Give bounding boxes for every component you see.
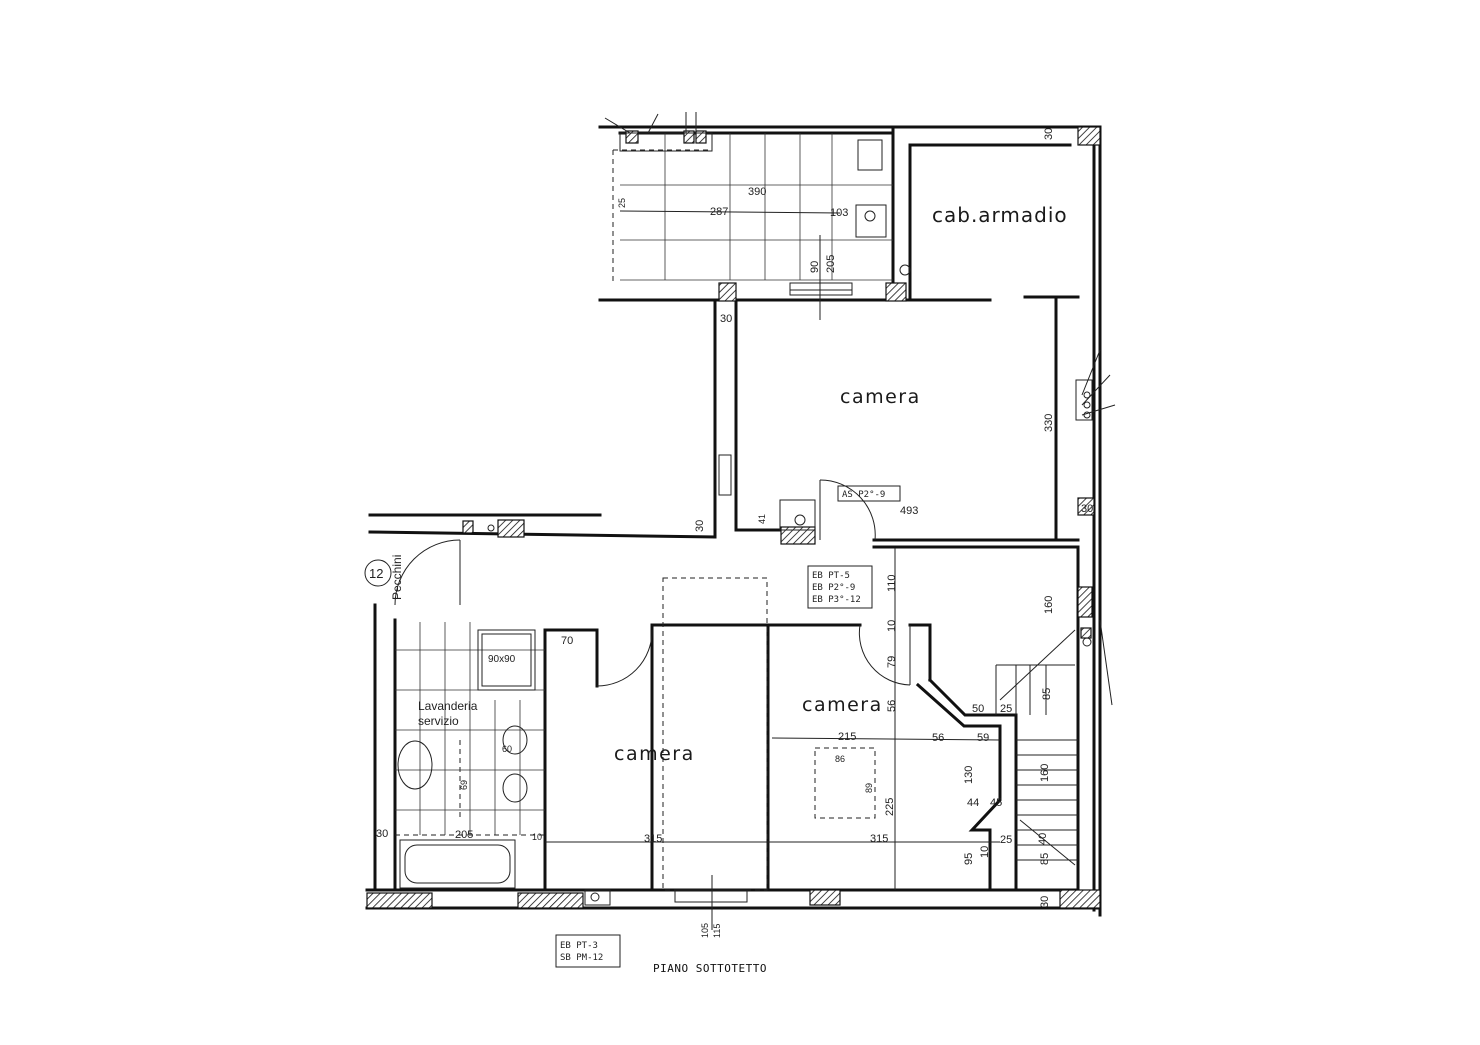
dim-205-b: 205 <box>455 829 473 841</box>
code-mid-3: EB P3°-12 <box>812 595 861 605</box>
shower-size-label: 90x90 <box>488 654 516 665</box>
room-label-lavanderia: Lavanderia <box>418 699 478 713</box>
dim-25-b: 25 <box>1000 834 1012 846</box>
dim-105: 105 <box>700 923 710 938</box>
dim-130: 130 <box>963 766 975 784</box>
dim-160-a: 160 <box>1043 596 1055 614</box>
dim-85-b: 85 <box>1039 853 1051 865</box>
bathroom-top-tiles <box>604 112 911 320</box>
unit-badge: 12 <box>369 566 383 581</box>
dim-45: 45 <box>990 797 1002 809</box>
dim-56-b: 56 <box>932 732 944 744</box>
dim-89: 89 <box>864 783 874 793</box>
dim-30-a: 30 <box>720 313 732 325</box>
room-label-camera-center: camera <box>614 743 695 765</box>
code-bottom-2: SB PM-12 <box>560 953 603 963</box>
dim-40-a: 40 <box>1037 833 1049 845</box>
room-label-servizio: servizio <box>418 714 459 728</box>
dim-215: 215 <box>838 731 856 743</box>
dim-205: 205 <box>825 255 837 273</box>
room-label-camera-right: camera <box>802 694 883 716</box>
dim-70: 70 <box>561 635 573 647</box>
dim-315-b: 315 <box>870 833 888 845</box>
bathroom-lavanderia <box>394 539 545 889</box>
dim-115: 115 <box>712 924 722 938</box>
dim-25: 25 <box>617 198 627 208</box>
code-mid-1: EB PT-5 <box>812 571 850 581</box>
dim-59: 59 <box>977 732 989 744</box>
dim-225: 225 <box>884 798 896 816</box>
dim-30-d: 30 <box>376 828 388 840</box>
dim-30-c: 30 <box>694 520 706 532</box>
dim-493: 493 <box>900 505 918 517</box>
dim-160-b: 160 <box>1039 764 1051 782</box>
dim-30-b: 30 <box>1081 503 1093 515</box>
dim-60: 60 <box>502 744 512 754</box>
room-label-camera-top: camera <box>840 386 921 408</box>
dim-330: 330 <box>1043 414 1055 432</box>
dim-30-e: 30 <box>1039 896 1051 908</box>
dim-315-a: 315 <box>644 833 662 845</box>
door-swings <box>596 479 911 687</box>
code-bottom-1: EB PT-3 <box>560 941 598 951</box>
hatched-columns <box>366 126 1101 909</box>
plan-title: PIANO SOTTOTETTO <box>653 962 767 975</box>
dimension-labels: 390 287 103 90 205 25 30 30 330 493 30 3… <box>376 128 1093 938</box>
dim-287: 287 <box>710 206 728 218</box>
code-mid-2: EB P2°-9 <box>812 583 855 593</box>
dim-85: 85 <box>1041 688 1053 700</box>
dim-50: 50 <box>972 703 984 715</box>
room-label-cab-armadio: cab.armadio <box>932 203 1068 227</box>
dim-44: 44 <box>967 797 979 809</box>
dim-10-b: 10 <box>979 846 991 858</box>
dim-390: 390 <box>748 186 766 198</box>
code-top-door: AS P2°-9 <box>842 490 885 500</box>
corridor-dashed <box>545 454 1001 930</box>
dim-10: 10 <box>886 620 898 632</box>
dim-110: 110 <box>886 574 898 592</box>
dim-25-a: 25 <box>1000 703 1012 715</box>
outer-walls <box>365 125 1102 917</box>
dim-10-c: 10 <box>532 832 542 842</box>
dim-56-a: 56 <box>886 700 898 712</box>
staircase <box>487 349 1116 906</box>
code-boxes <box>364 485 901 968</box>
dim-69: 69 <box>459 780 469 790</box>
dim-90: 90 <box>809 261 821 273</box>
dim-103: 103 <box>830 207 848 219</box>
owner-name: Pecchini <box>390 555 404 600</box>
dim-79: 79 <box>886 656 898 668</box>
dim-86: 86 <box>835 754 845 764</box>
dim-30-top: 30 <box>1043 128 1055 140</box>
dim-95: 95 <box>963 853 975 865</box>
dim-41: 41 <box>757 514 767 524</box>
